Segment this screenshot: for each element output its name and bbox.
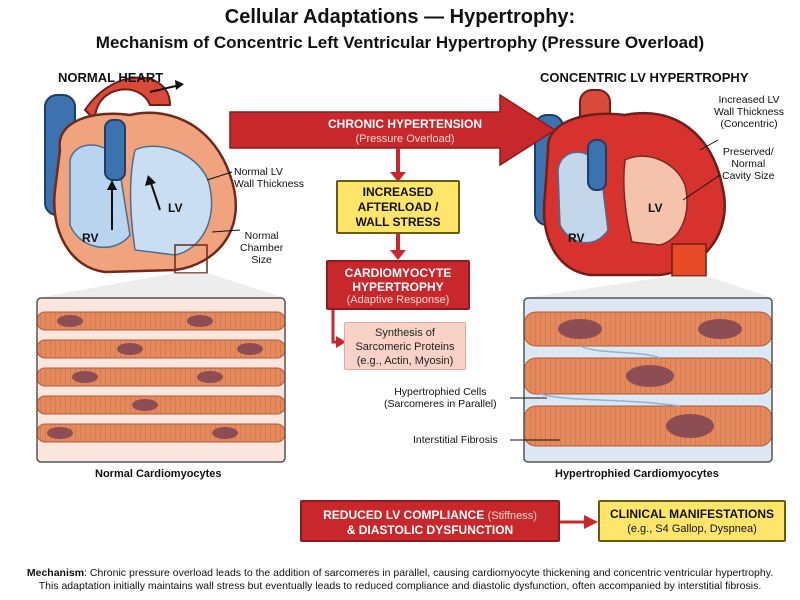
clinical-sub: (e.g., S4 Gallop, Dyspnea) bbox=[627, 523, 757, 535]
myocyte-sub: (Adaptive Response) bbox=[346, 294, 450, 306]
normal-heart-illustration bbox=[37, 76, 285, 298]
myocyte-title: CARDIOMYOCYTE HYPERTROPHY bbox=[344, 266, 452, 294]
page-title: Cellular Adaptations — Hypertrophy: bbox=[224, 6, 576, 28]
hypertrophy-heading: CONCENTRIC LV HYPERTROPHY bbox=[540, 70, 749, 85]
footer-line1: : Chronic pressure overload leads to the… bbox=[84, 567, 774, 579]
compliance-sub: (Stiffness) bbox=[487, 510, 537, 522]
synthesis-box: Synthesis of Sarcomeric Proteins (e.g., … bbox=[344, 322, 466, 370]
fibrosis-label: Interstitial Fibrosis bbox=[413, 434, 498, 446]
normal-wall-label: Normal LV Wall Thickness bbox=[234, 166, 305, 190]
compliance-title: REDUCED LV COMPLIANCE bbox=[323, 508, 485, 522]
compliance-line2: & DIASTOLIC DYSFUNCTION bbox=[346, 523, 514, 537]
normal-rv-label: RV bbox=[82, 231, 99, 245]
hypertrophied-cells-label: Hypertrophied Cells (Sarcomeres in Paral… bbox=[384, 386, 497, 410]
hypertrophy-cavity-label: Preserved/ Normal Cavity Size bbox=[722, 146, 775, 182]
normal-chamber-label: Normal Chamber Size bbox=[240, 230, 284, 266]
myocyte-box: CARDIOMYOCYTE HYPERTROPHY (Adaptive Resp… bbox=[326, 260, 470, 310]
hypertension-arrow bbox=[229, 93, 557, 167]
hypertrophy-wall-label: Increased LV Wall Thickness (Concentric) bbox=[714, 94, 785, 130]
hypertrophic-heart-illustration bbox=[524, 89, 772, 298]
normal-cells-caption: Normal Cardiomyocytes bbox=[95, 468, 222, 480]
afterload-box: INCREASED AFTERLOAD / WALL STRESS bbox=[336, 180, 460, 234]
footer-label: Mechanism bbox=[26, 567, 85, 579]
clinical-title: CLINICAL MANIFESTATIONS bbox=[610, 507, 774, 521]
page-subtitle: Mechanism of Concentric Left Ventricular… bbox=[95, 33, 705, 52]
hypertrophy-cells-caption: Hypertrophied Cardiomyocytes bbox=[555, 468, 719, 480]
hypertrophic-cells-panel bbox=[524, 298, 772, 462]
normal-lv-label: LV bbox=[168, 201, 183, 215]
normal-heart-heading: NORMAL HEART bbox=[58, 70, 164, 85]
compliance-box: REDUCED LV COMPLIANCE (Stiffness) & DIAS… bbox=[300, 500, 560, 542]
hypertrophy-lv-label: LV bbox=[648, 201, 663, 215]
footer-line2: This adaptation initially maintains wall… bbox=[38, 580, 762, 592]
hypertension-sub: (Pressure Overload) bbox=[355, 133, 455, 145]
hypertrophy-rv-label: RV bbox=[568, 231, 585, 245]
clinical-box: CLINICAL MANIFESTATIONS (e.g., S4 Gallop… bbox=[598, 500, 786, 542]
hypertension-label: CHRONIC HYPERTENSION bbox=[327, 117, 482, 131]
normal-cells-panel bbox=[37, 298, 285, 462]
mechanism-footer: Mechanism: Chronic pressure overload lea… bbox=[0, 567, 800, 593]
